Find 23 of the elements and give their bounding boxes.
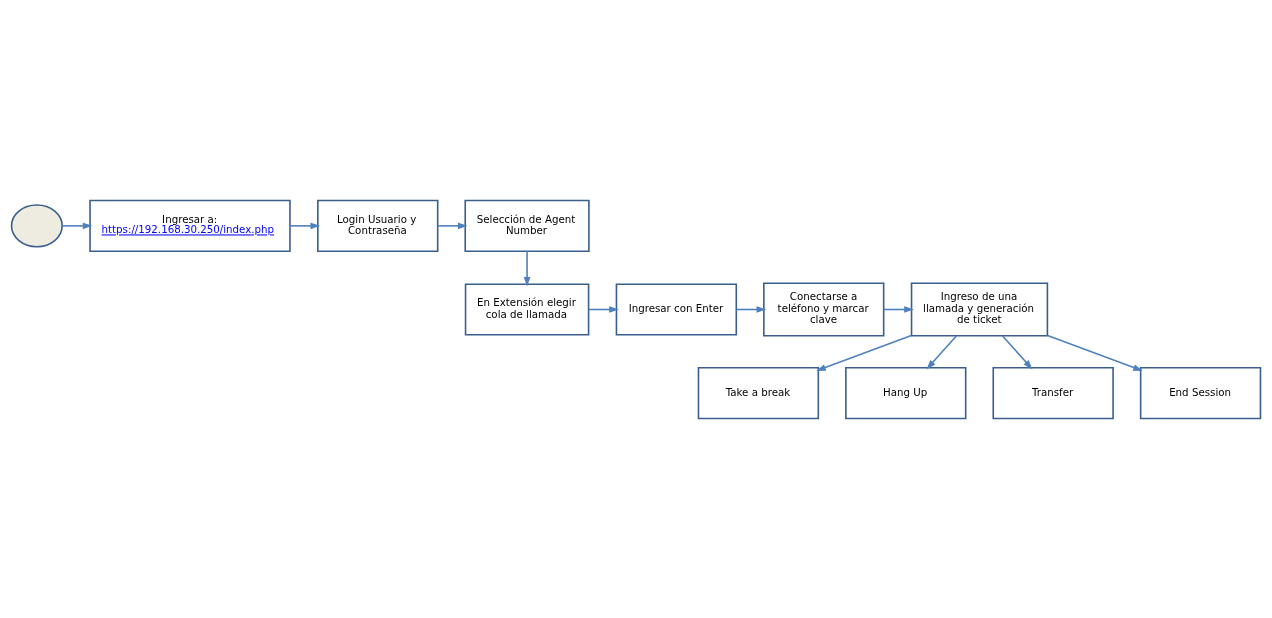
arrow xyxy=(289,222,321,229)
node-box: Ingresar con Enter xyxy=(615,282,738,336)
node-box: En Extensión elegir cola de llamada xyxy=(464,282,590,336)
arrow xyxy=(61,222,93,229)
node-box: Conectarse a teléfono y marcar clave xyxy=(763,281,885,337)
arrow xyxy=(523,249,531,287)
node-circle xyxy=(10,203,63,247)
node-box: Ingresar a: https://192.168.30.250/index.php xyxy=(89,199,291,252)
node-box: Transfer xyxy=(992,366,1114,419)
arrow xyxy=(1046,334,1143,371)
node-box: Ingreso de una llamada y generación de ticket xyxy=(910,281,1049,337)
arrow xyxy=(587,305,619,313)
arrow xyxy=(926,334,958,369)
node-box: Login Usuario y Contraseña xyxy=(317,199,439,252)
node-box: End Session xyxy=(1139,366,1262,419)
node-box: Hang Up xyxy=(845,366,967,419)
node-box: Selección de Agent Number xyxy=(464,199,590,252)
arrow xyxy=(437,222,468,229)
arrow xyxy=(883,305,914,313)
arrow xyxy=(735,305,767,313)
arrow xyxy=(1001,334,1033,369)
arrow xyxy=(816,334,913,371)
node-box: Take a break xyxy=(697,366,820,419)
